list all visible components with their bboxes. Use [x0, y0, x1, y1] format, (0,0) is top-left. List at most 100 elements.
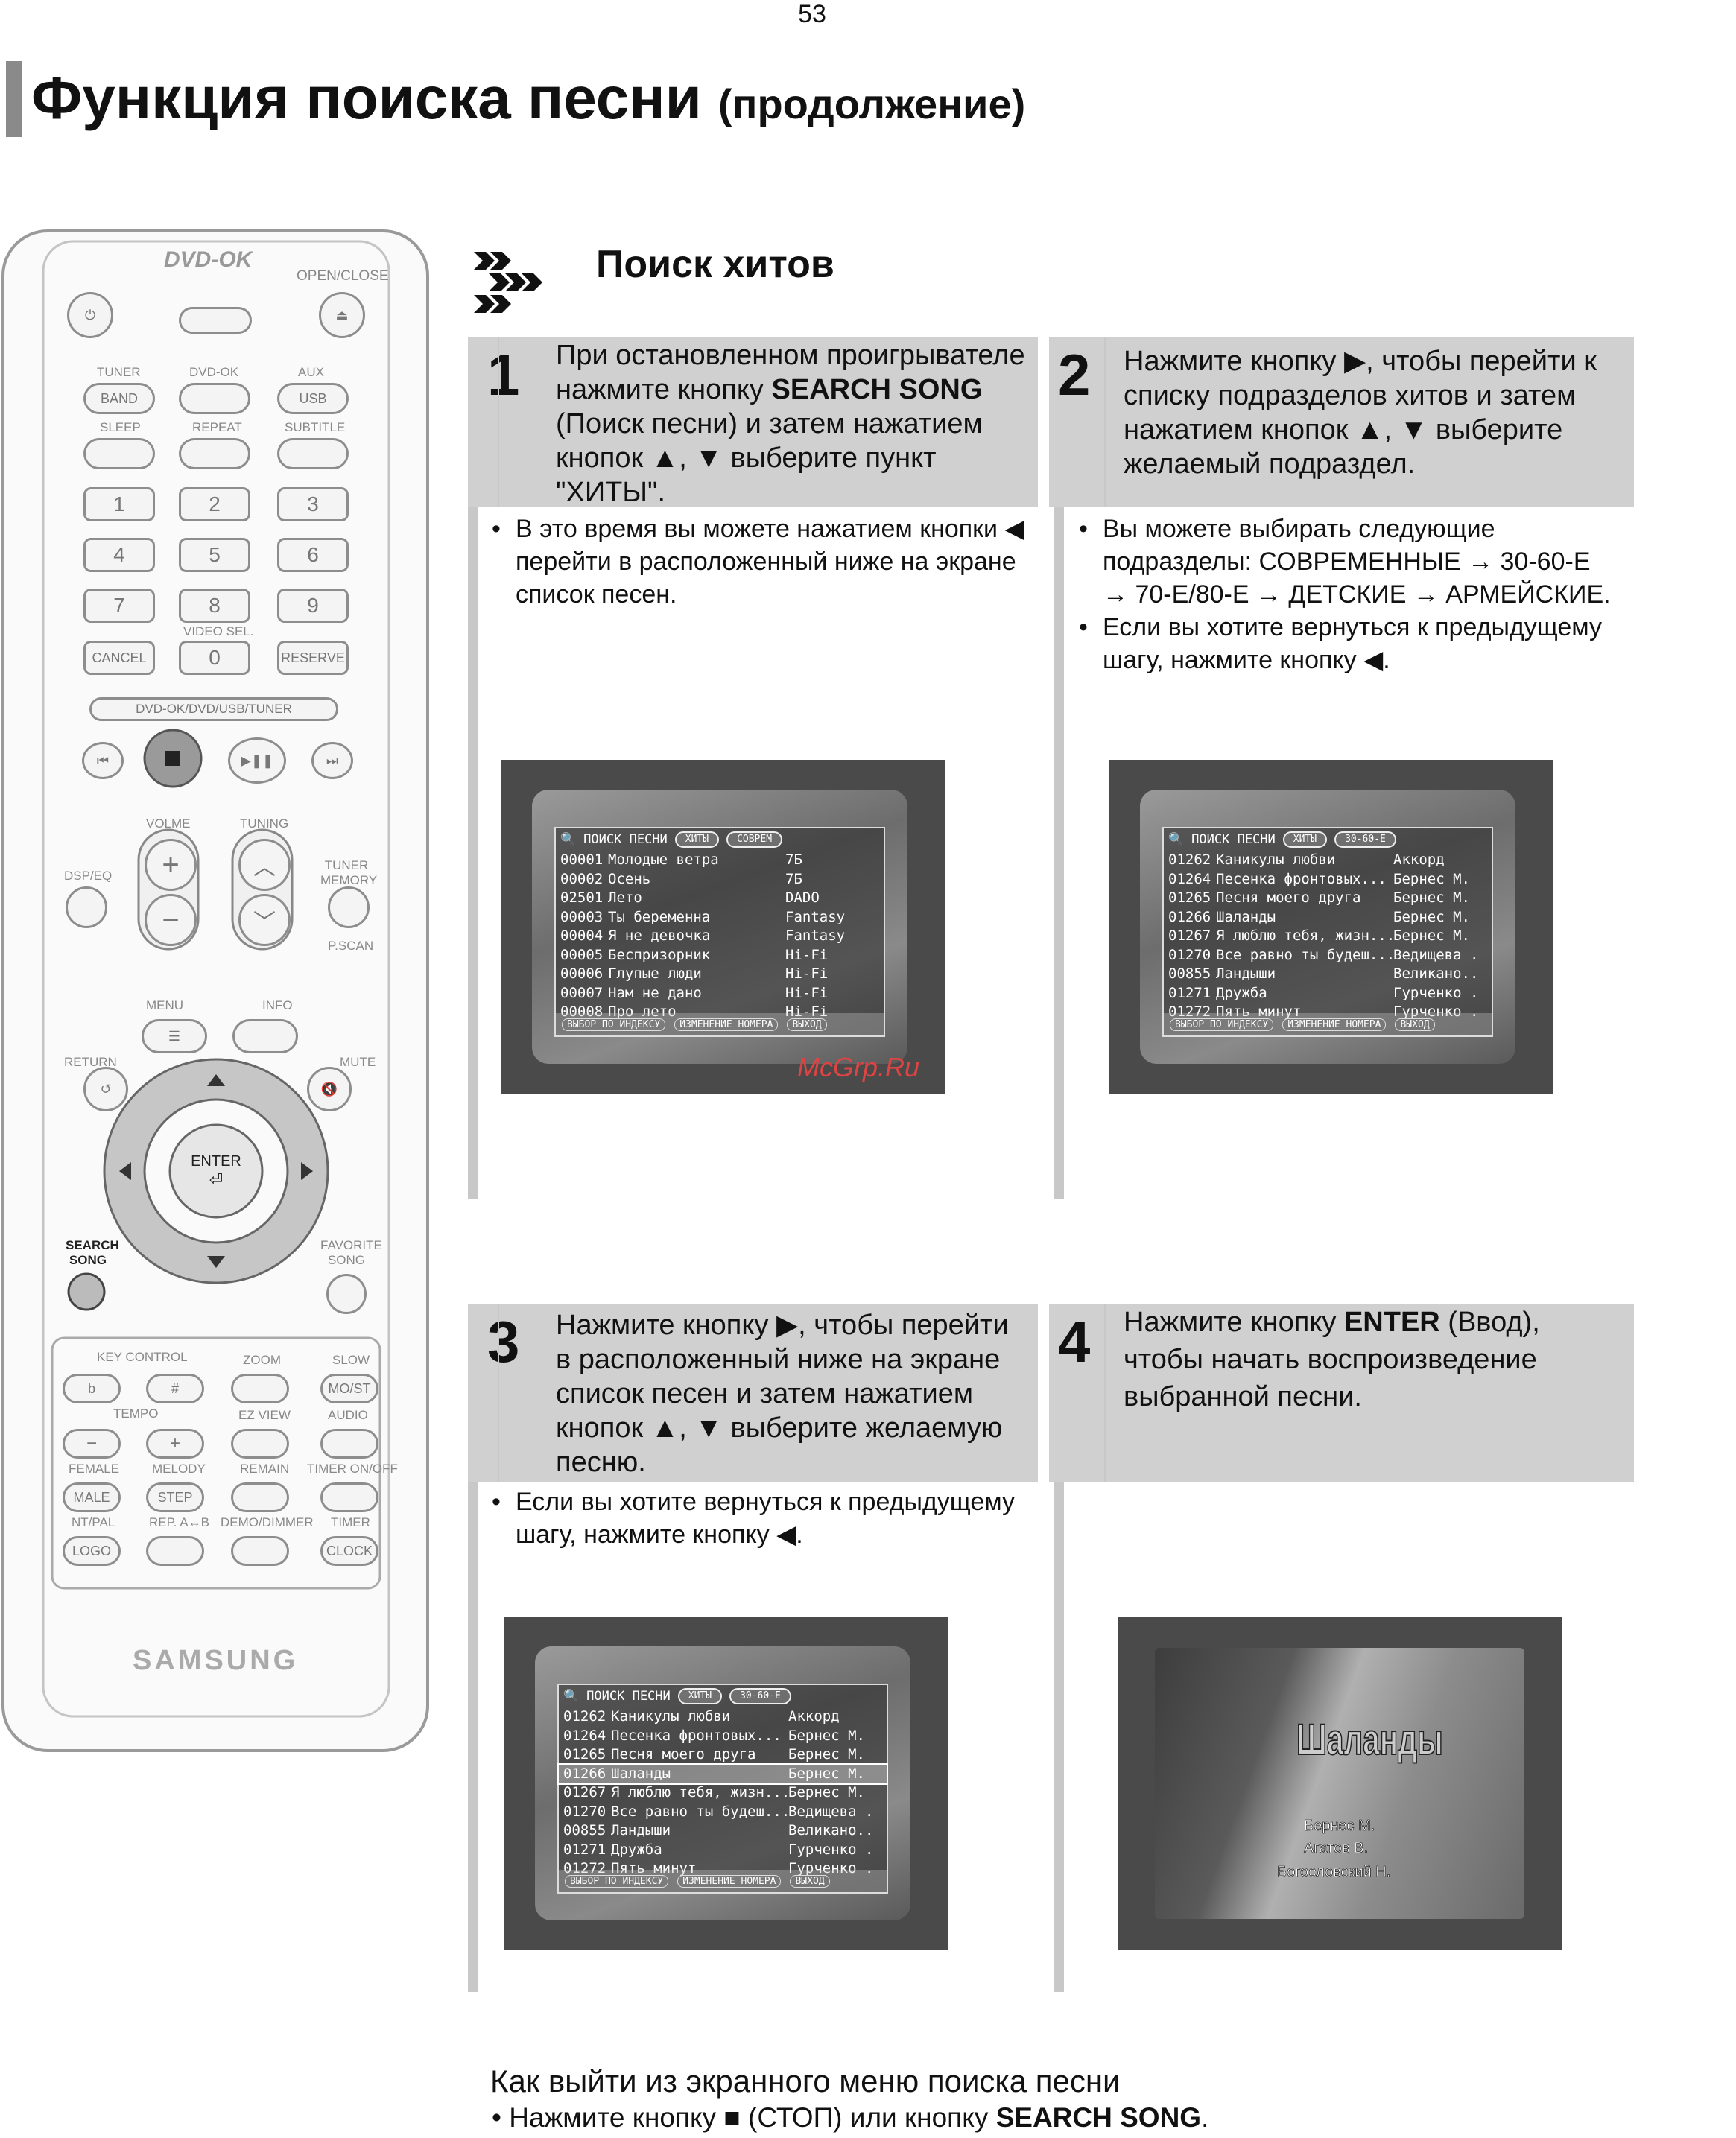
tuner-memory-button[interactable]: [328, 886, 370, 928]
tempo-up-button[interactable]: +: [146, 1429, 204, 1459]
mo-st-button[interactable]: MO/ST: [320, 1374, 378, 1403]
favorite-song-button[interactable]: [326, 1274, 367, 1314]
digit-9-button[interactable]: 9: [277, 589, 349, 623]
digit-1-button[interactable]: 1: [83, 487, 155, 521]
info-button[interactable]: [232, 1019, 298, 1053]
play-pause-button[interactable]: ▶❚❚: [228, 737, 286, 784]
audio-button[interactable]: [320, 1429, 378, 1459]
next-button[interactable]: ⏭: [311, 742, 353, 779]
key-flat-button[interactable]: b: [63, 1374, 121, 1403]
dsp-eq-button[interactable]: [66, 886, 107, 928]
step-3-header: [468, 1304, 1038, 1482]
song-artist: Hi-Fi: [785, 984, 829, 1001]
clock-button[interactable]: CLOCK: [320, 1536, 378, 1566]
subtitle-button[interactable]: [277, 438, 349, 469]
logo-button[interactable]: LOGO: [63, 1536, 121, 1566]
step-2-bullet-2: Если вы хотите вернуться к предыдущему ш…: [1076, 611, 1612, 676]
band-button[interactable]: BAND: [83, 383, 155, 414]
digit-7-button[interactable]: 7: [83, 589, 155, 623]
open-close-button[interactable]: ⏏: [319, 292, 365, 338]
timer-onoff-button[interactable]: [320, 1482, 378, 1512]
return-button[interactable]: ↺: [83, 1067, 128, 1111]
song-title: Беспризорник: [608, 946, 711, 963]
zoom-button[interactable]: [231, 1374, 289, 1403]
step-1-header: [468, 337, 1038, 507]
digit-3-button[interactable]: 3: [277, 487, 349, 521]
digit-6-button[interactable]: 6: [277, 538, 349, 572]
volume-up-button[interactable]: +: [145, 839, 197, 891]
cancel-button[interactable]: CANCEL: [83, 641, 155, 675]
digit-8-button[interactable]: 8: [179, 589, 250, 623]
song-artist: Бернес М.: [1393, 927, 1470, 944]
remain-button[interactable]: [231, 1482, 289, 1512]
song-number: 00005: [560, 946, 604, 963]
prev-button[interactable]: ⏮: [82, 742, 124, 779]
tuning-up-button[interactable]: ︿: [238, 839, 291, 891]
search-song-button[interactable]: [69, 1274, 104, 1310]
label-dsp-eq: DSP/EQ: [64, 869, 113, 883]
mute-button[interactable]: 🔇: [307, 1067, 352, 1111]
ez-view-button[interactable]: [231, 1429, 289, 1459]
volume-down-button[interactable]: −: [145, 894, 197, 946]
key-sharp-button[interactable]: #: [146, 1374, 204, 1403]
digit-4-button[interactable]: 4: [83, 538, 155, 572]
dvd-ok-button[interactable]: [179, 383, 250, 414]
stop-button[interactable]: [145, 730, 201, 787]
digit-5-button[interactable]: 5: [179, 538, 250, 572]
nav-right-button[interactable]: [291, 1123, 325, 1219]
nav-up-button[interactable]: [168, 1077, 264, 1107]
male-button[interactable]: MALE: [63, 1482, 121, 1512]
enter-button[interactable]: ENTER⏎: [173, 1132, 259, 1210]
rep-ab-button[interactable]: [146, 1536, 204, 1566]
sleep-button[interactable]: [83, 438, 155, 469]
reserve-button[interactable]: RESERVE: [277, 641, 349, 675]
repeat-button[interactable]: [179, 438, 250, 469]
blank-button[interactable]: [179, 307, 252, 334]
step-1-side-bar: [468, 507, 478, 1199]
power-button[interactable]: ⏻: [67, 292, 113, 338]
screen-1-footer-2: ИЗМЕНЕНИЕ НОМЕРА: [674, 1018, 779, 1031]
demo-dimmer-button[interactable]: [231, 1536, 289, 1566]
usb-button[interactable]: USB: [277, 383, 349, 414]
song-artist: Бернес М.: [788, 1784, 865, 1801]
digit-2-button[interactable]: 2: [179, 487, 250, 521]
digit-0-button[interactable]: 0: [179, 641, 250, 675]
menu-button[interactable]: ☰: [142, 1019, 207, 1053]
step-button[interactable]: STEP: [146, 1482, 204, 1512]
screen-2-chip-1: ХИТЫ: [1282, 831, 1328, 848]
nav-left-button[interactable]: [109, 1123, 143, 1219]
tuning-down-button[interactable]: ﹀: [238, 894, 291, 946]
tempo-down-button[interactable]: −: [63, 1429, 121, 1459]
song-number: 00004: [560, 927, 604, 944]
nav-down-button[interactable]: [168, 1235, 264, 1265]
